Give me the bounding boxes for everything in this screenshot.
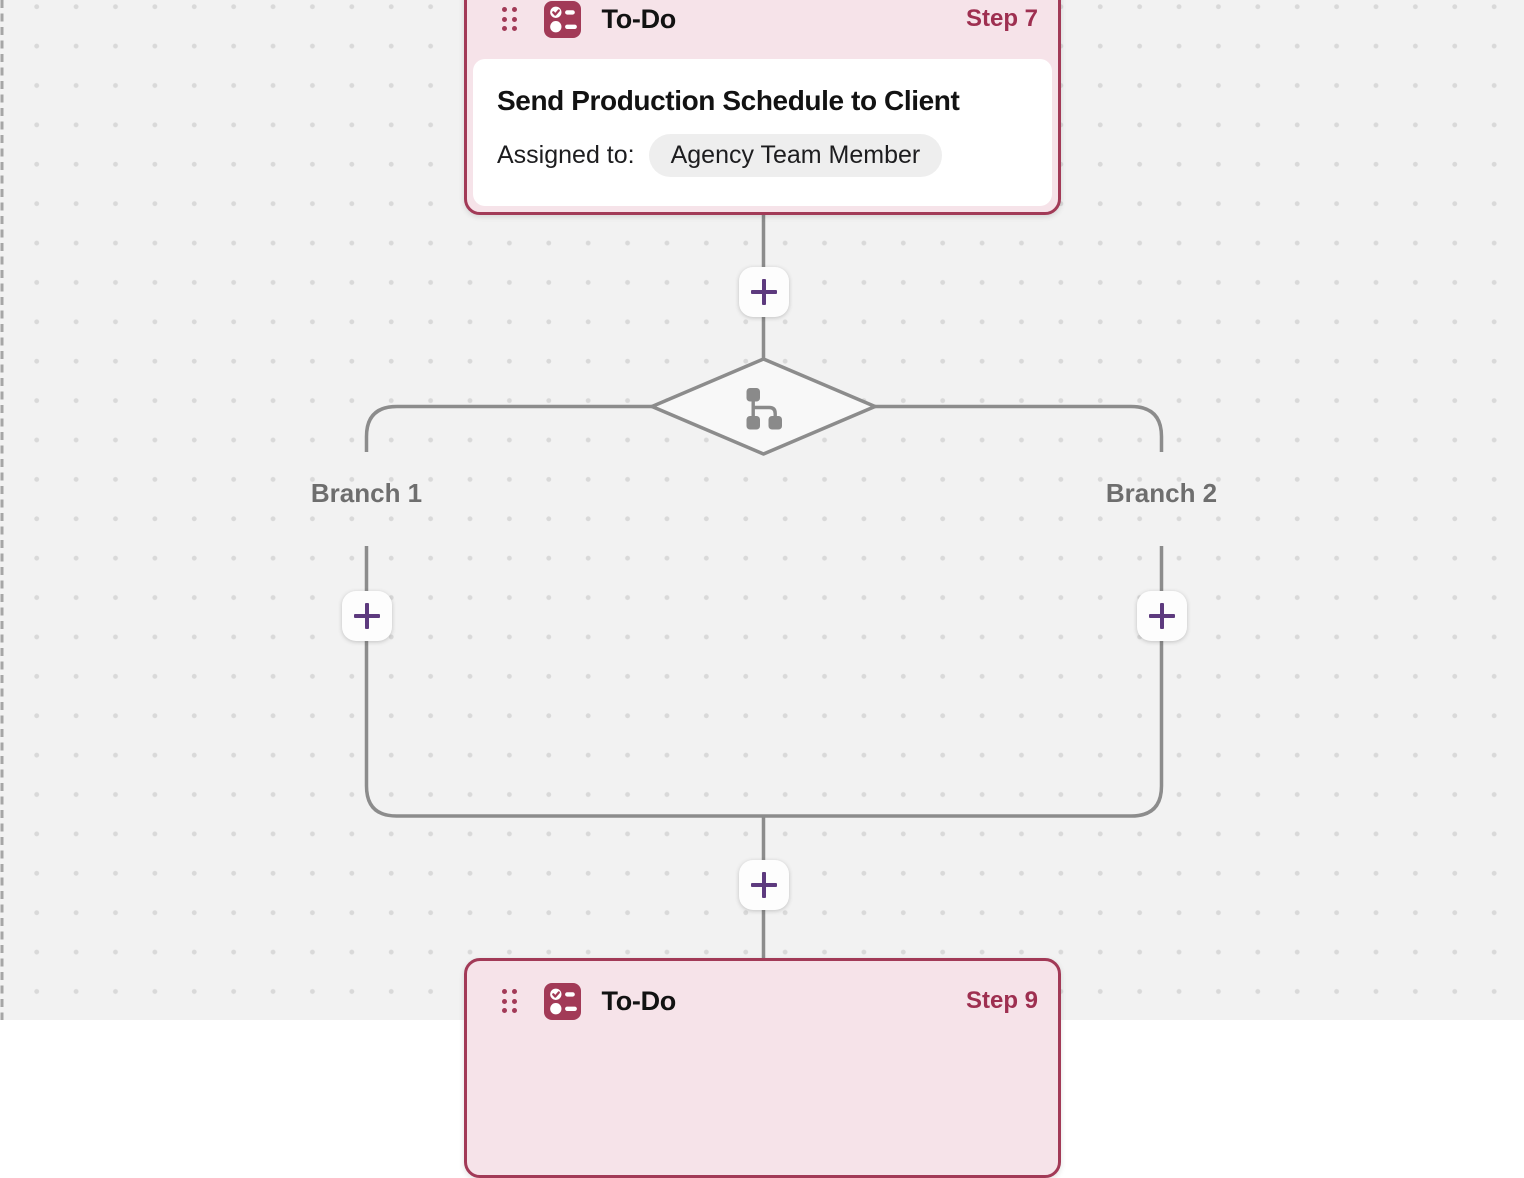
add-step-button-before-step9[interactable] [739,860,789,910]
step-number-badge: Step 7 [966,5,1038,33]
workflow-step-card-7[interactable]: To-Do Step 7 Send Production Schedule to… [464,0,1061,215]
decision-diamond-node[interactable] [652,359,875,454]
step-type-label: To-Do [602,4,676,35]
connector-branch2-merge [764,546,1162,816]
workflow-canvas[interactable]: To-Do Step 7 Send Production Schedule to… [0,0,1524,1020]
plus-icon [751,279,777,305]
step-number-badge: Step 9 [966,987,1038,1015]
step-type-label: To-Do [602,986,676,1017]
branch-2-label: Branch 2 [1106,478,1217,509]
card-body: Send Production Schedule to Client Assig… [473,59,1052,206]
todo-icon [544,1,581,38]
todo-icon [544,983,581,1020]
drag-handle-icon[interactable] [502,989,517,1013]
plus-icon [1149,603,1175,629]
connector-split-branch2 [875,407,1162,453]
plus-icon [354,603,380,629]
card-header: To-Do Step 7 [467,0,1058,59]
workflow-step-card-9[interactable]: To-Do Step 9 [464,958,1061,1178]
connector-split-branch1 [367,407,653,453]
plus-icon [751,872,777,898]
card-header: To-Do Step 9 [467,961,1058,1041]
add-step-button-after-step7[interactable] [739,267,789,317]
branch-1-label: Branch 1 [311,478,422,509]
drag-handle-icon[interactable] [502,7,517,31]
connector-branch1-merge [367,546,764,816]
add-step-button-branch1[interactable] [342,591,392,641]
assignee-pill: Agency Team Member [649,134,943,177]
step-title: Send Production Schedule to Client [497,85,1028,117]
add-step-button-branch2[interactable] [1137,591,1187,641]
assigned-to-label: Assigned to: [497,141,635,170]
